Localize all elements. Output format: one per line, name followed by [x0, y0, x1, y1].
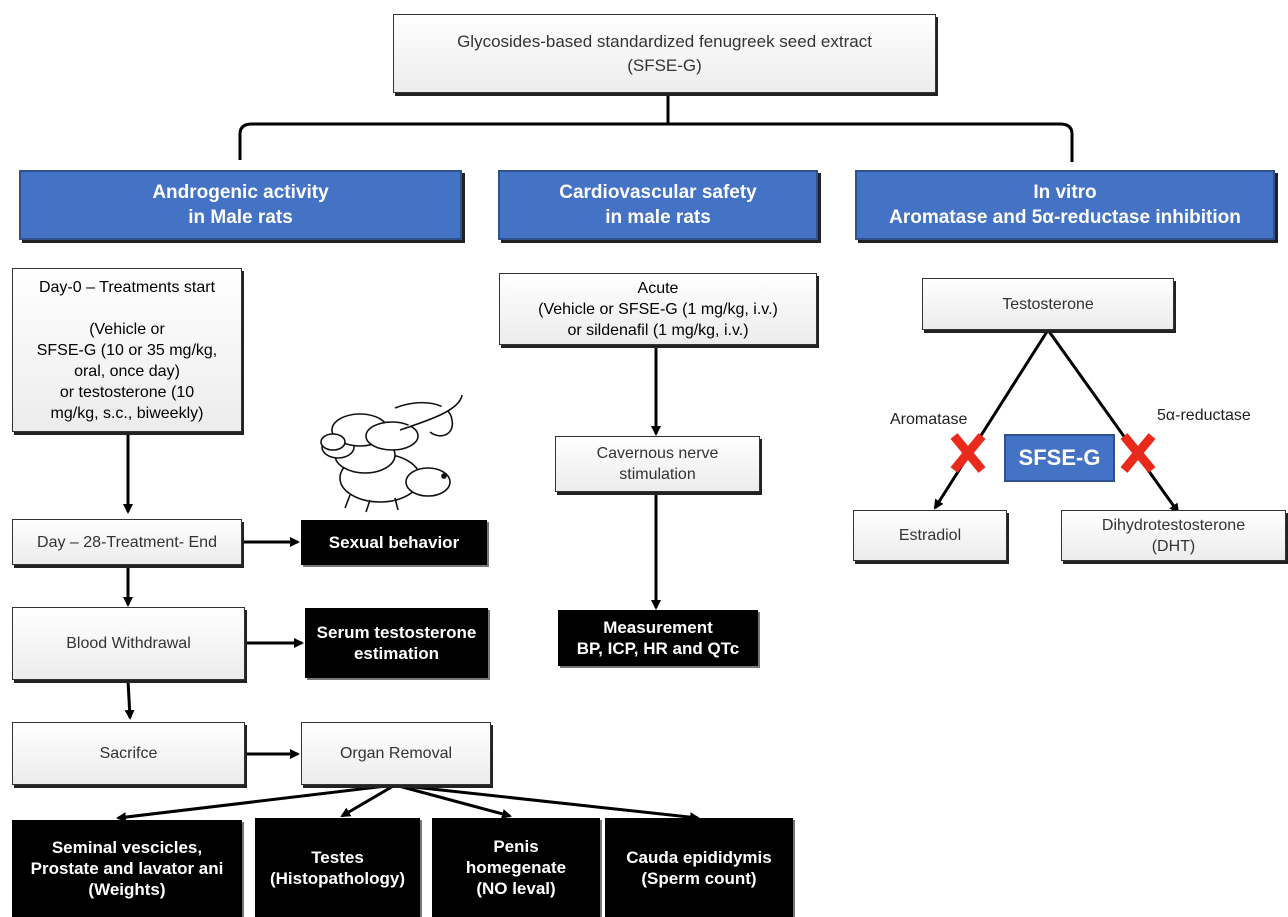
- dht-box: Dihydrotestosterone (DHT): [1061, 510, 1286, 561]
- aromatase-label: Aromatase: [890, 411, 968, 428]
- acute-treatment-box: Acute (Vehicle or SFSE-G (1 mg/kg, i.v.)…: [499, 273, 817, 345]
- rats-illustration-icon: [320, 394, 463, 513]
- estradiol-box: Estradiol: [853, 510, 1007, 561]
- organ-removal-box: Organ Removal: [301, 722, 491, 785]
- day0-treatment-box: Day-0 – Treatments start (Vehicle or SFS…: [12, 268, 242, 432]
- penis-homogenate-outcome-box: Penis homegenate (NO leval): [432, 818, 600, 917]
- sacrifice-box: Sacrifce: [12, 722, 245, 785]
- androgenic-activity-header: Androgenic activity in Male rats: [19, 170, 462, 240]
- serum-testosterone-box: Serum testosterone estimation: [305, 608, 488, 678]
- sexual-behavior-box: Sexual behavior: [301, 520, 487, 565]
- blood-withdrawal-box: Blood Withdrawal: [12, 607, 245, 680]
- seminal-vesicles-outcome-box: Seminal vescicles, Prostate and lavator …: [12, 820, 242, 917]
- reductase-label: 5α-reductase: [1157, 407, 1251, 424]
- in-vitro-header: In vitro Aromatase and 5α-reductase inhi…: [855, 170, 1275, 240]
- measurement-box: Measurement BP, ICP, HR and QTc: [558, 610, 758, 666]
- reductase-inhibition-cross-icon: [1120, 433, 1156, 473]
- cauda-epididymis-outcome-box: Cauda epididymis (Sperm count): [605, 818, 793, 917]
- cavernous-nerve-box: Cavernous nerve stimulation: [555, 436, 760, 492]
- testosterone-box: Testosterone: [922, 278, 1174, 330]
- day28-treatment-end-box: Day – 28-Treatment- End: [12, 519, 242, 565]
- root-bracket: [238, 93, 1074, 162]
- sfse-g-inhibitor-box: SFSE-G: [1004, 434, 1115, 482]
- cardiovascular-safety-header: Cardiovascular safety in male rats: [498, 170, 818, 240]
- aromatase-inhibition-cross-icon: [950, 433, 986, 473]
- testes-outcome-box: Testes (Histopathology): [255, 818, 420, 917]
- root-box: Glycosides-based standardized fenugreek …: [393, 14, 936, 93]
